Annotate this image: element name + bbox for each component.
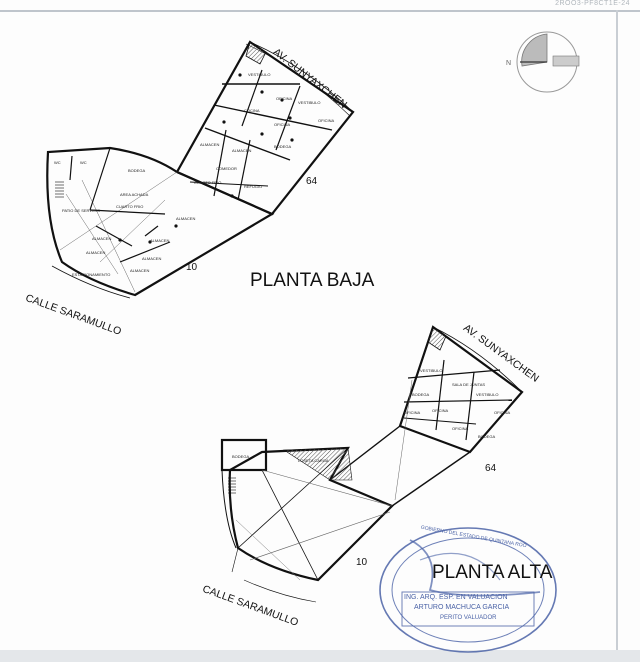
room-label: OFICINA xyxy=(274,122,291,127)
lot-number: 10 xyxy=(356,557,368,568)
room-label: COCINA xyxy=(244,108,260,113)
room-label: OFICINA xyxy=(432,408,449,413)
sheet-top-border xyxy=(0,10,640,12)
room-label: OFICINA xyxy=(452,426,469,431)
stamp-text-title: ING. ARQ. ESP. EN VALUACION xyxy=(404,594,508,601)
pa-upper-wing xyxy=(398,325,524,454)
room-label: ESTACIONAMIENTO xyxy=(72,272,111,277)
room-label: ALMACEN xyxy=(150,238,170,243)
lot-number: 64 xyxy=(306,176,318,187)
stamp-text-name: ARTURO MACHUCA GARCIA xyxy=(414,604,510,611)
pb-upper-wing xyxy=(175,40,355,216)
room-label: ALMACEN xyxy=(200,142,220,147)
room-label: LOSETA CARGA xyxy=(298,458,329,463)
header-code: 2ROO3-PF8CT1E-24 xyxy=(555,0,630,7)
room-label: CUARTO FRIO xyxy=(194,180,222,185)
room-label: OFICINA xyxy=(276,96,293,101)
sheet-bottom-band xyxy=(0,650,640,662)
planta-alta-plan xyxy=(220,325,524,603)
plan-title-planta-baja: PLANTA BAJA xyxy=(250,270,375,291)
stamp-text-role: PERITO VALUADOR xyxy=(440,615,497,621)
room-label: VESTIBULO xyxy=(476,392,499,397)
room-label: VESTIBULO xyxy=(420,368,443,373)
room-label: VESTIBULO xyxy=(298,100,321,105)
room-label: AREA ACHADA xyxy=(120,192,149,197)
lot-number: 64 xyxy=(485,463,497,474)
room-label: OFICINA xyxy=(404,410,421,415)
plan-title-planta-alta: PLANTA ALTA xyxy=(432,562,553,583)
room-label: OFICINA xyxy=(494,410,511,415)
room-label: BODEGA xyxy=(232,454,250,459)
room-label: ALMACEN xyxy=(130,268,150,273)
lot-number: 10 xyxy=(186,262,198,273)
room-label: REFUGIO xyxy=(244,184,263,189)
valuer-seal-stamp xyxy=(379,527,557,653)
room-label: CUARTO FRIO xyxy=(116,204,144,209)
north-arrow-icon: N xyxy=(506,31,580,93)
room-label: ALMACEN xyxy=(176,216,196,221)
room-label: BODEGA xyxy=(478,434,496,439)
room-label: ALMACEN xyxy=(92,236,112,241)
svg-text:N: N xyxy=(506,60,511,67)
room-label: ALMACEN xyxy=(142,256,162,261)
pb-lower-wing xyxy=(46,146,275,297)
room-label: PATIO DE SERVICIO xyxy=(62,208,101,213)
room-label: BODEGA xyxy=(128,168,146,173)
room-label: WC xyxy=(54,160,61,165)
room-label: ALMACEN xyxy=(86,250,106,255)
room-label: VESTIBULO xyxy=(248,72,271,77)
room-label: SALA DE JUNTAS xyxy=(452,382,486,387)
room-label: BODEGA xyxy=(412,392,430,397)
room-label: COMEDOR xyxy=(216,166,237,171)
room-label: WC xyxy=(80,160,87,165)
planta-baja-plan xyxy=(46,40,355,299)
sheet-right-border xyxy=(616,10,618,662)
room-label: BODEGA xyxy=(274,144,292,149)
room-label: OFICINA xyxy=(318,118,335,123)
room-label: ALMACEN xyxy=(232,148,252,153)
